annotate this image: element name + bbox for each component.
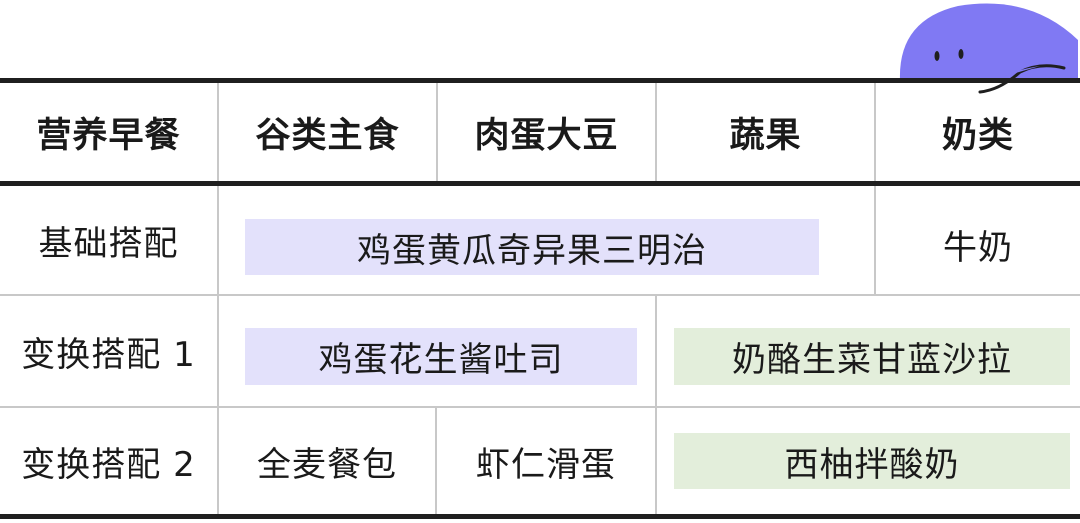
row2-veg-milk-cell: 奶酪生菜甘蓝沙拉 — [674, 328, 1070, 385]
row1-milk-cell: 牛奶 — [943, 228, 1013, 268]
hdr-divider-3 — [655, 83, 657, 181]
header-dairy: 奶类 — [941, 115, 1014, 156]
mascot-right-eye — [958, 49, 964, 59]
row2-grain-meat-cell: 鸡蛋花生酱吐司 — [245, 328, 637, 385]
hdr-divider-1 — [217, 83, 219, 181]
row1-bottom-rule — [0, 294, 1080, 296]
row3-divider-a — [435, 408, 437, 514]
mascot-left-eye — [934, 51, 940, 61]
header-breakfast: 营养早餐 — [36, 115, 181, 156]
header-meat-egg-soy: 肉蛋大豆 — [474, 115, 619, 156]
hdr-divider-2 — [436, 83, 438, 181]
row3-veg-milk-cell: 西柚拌酸奶 — [674, 433, 1070, 489]
header-fruit-veg: 蔬果 — [729, 115, 802, 156]
row3-grain-cell: 全麦餐包 — [257, 444, 397, 485]
row3-divider-b — [655, 408, 657, 514]
table-top-rule — [0, 78, 1080, 83]
row1-combo-cell: 鸡蛋黄瓜奇异果三明治 — [245, 219, 819, 275]
header-bottom-rule — [0, 181, 1080, 186]
row2-bottom-rule — [0, 406, 1080, 408]
label-divider — [217, 186, 219, 514]
row3-label: 变换搭配 2 — [21, 444, 196, 485]
hdr-divider-4 — [874, 83, 876, 181]
row1-label: 基础搭配 — [38, 223, 179, 264]
row1-milk-divider — [874, 186, 876, 294]
row3-meat-cell: 虾仁滑蛋 — [476, 444, 616, 485]
header-grains: 谷类主食 — [255, 115, 400, 156]
mascot-body — [899, 3, 1078, 80]
row2-label: 变换搭配 1 — [21, 334, 196, 375]
table-bottom-rule — [0, 514, 1080, 519]
row2-divider — [655, 296, 657, 406]
mascot-arm — [1005, 66, 1040, 76]
